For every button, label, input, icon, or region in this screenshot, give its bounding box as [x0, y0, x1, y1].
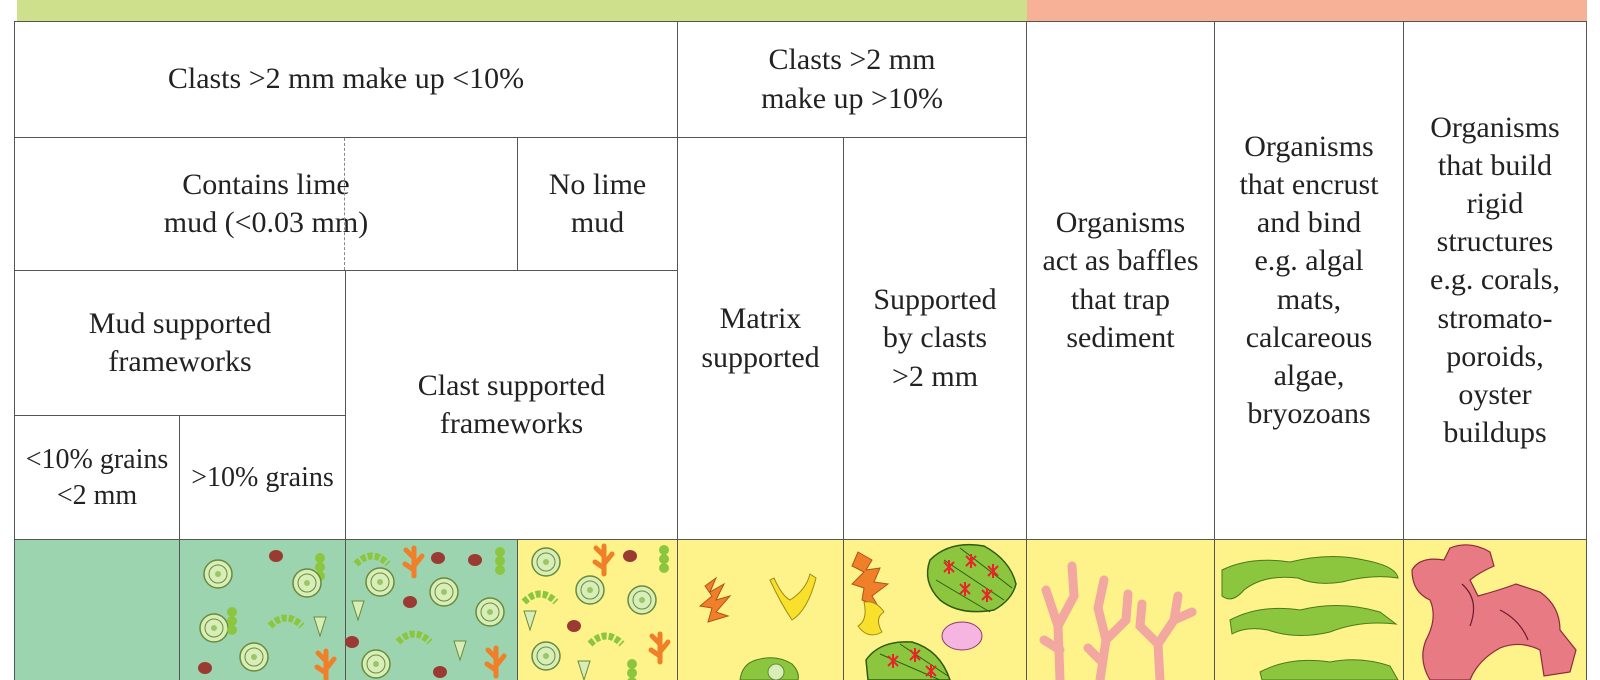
baffles-cell: Organisms act as baffles that trap sedim…: [1026, 21, 1215, 540]
clasts-lt10-header: Clasts >2 mm make up <10%: [14, 21, 678, 138]
mud-supported-cell: Mud supported frameworks: [14, 270, 346, 416]
floatstone-illustration: [677, 540, 844, 680]
mudstone-illustration: [14, 540, 180, 680]
grainstone-grains: [524, 545, 669, 680]
framestone-organisms: [1411, 544, 1577, 680]
packstone-grains: [345, 547, 505, 679]
bafflestone-organisms: [1039, 561, 1197, 680]
clast-supported-cell: Clast supported frameworks: [345, 270, 678, 540]
lt10-grains-cell: <10% grains <2 mm: [14, 415, 180, 540]
clasts-gt10-header: Clasts >2 mm make up >10%: [677, 21, 1027, 138]
rudstone-clasts: [851, 543, 1017, 680]
encrust-cell: Organisms that encrust and bind e.g. alg…: [1214, 21, 1404, 540]
supported-by-clasts-cell: Supported by clasts >2 mm: [843, 137, 1027, 540]
gt10-grains-cell: >10% grains: [179, 415, 346, 540]
rigid-cell: Organisms that build rigid structures e.…: [1403, 21, 1587, 540]
bindstone-organisms: [1221, 555, 1399, 680]
dashed-divider: [344, 138, 345, 270]
wackestone-grains: [198, 550, 334, 679]
contains-lime-mud-cell: Contains lime mud (<0.03 mm): [14, 137, 518, 271]
no-lime-mud-cell: No lime mud: [517, 137, 678, 271]
floatstone-clasts: [698, 573, 817, 680]
